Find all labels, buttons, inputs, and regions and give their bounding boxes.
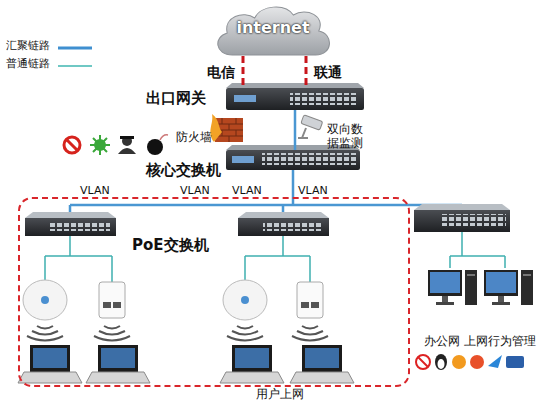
- panel-ap: [99, 282, 125, 318]
- device-logo: [232, 156, 254, 163]
- device-ports: [50, 222, 110, 231]
- switch-top: [414, 204, 510, 210]
- isp-link: [242, 56, 245, 88]
- device-ports: [440, 214, 506, 226]
- desktop-pc: [428, 270, 477, 305]
- panel-port: [311, 302, 319, 308]
- desktop-pc: [484, 270, 533, 305]
- link-label: 联通: [314, 64, 342, 81]
- device-ports: [263, 222, 323, 231]
- office-label: 办公网: [424, 334, 460, 348]
- switch-top: [238, 212, 329, 218]
- app-icon: [488, 355, 502, 368]
- panel-port: [103, 302, 111, 308]
- laptop: [18, 345, 82, 383]
- legend-text: 普通链路: [6, 58, 50, 71]
- device-heading: 出口网关: [146, 90, 206, 107]
- wifi-waves: [94, 326, 130, 341]
- wifi-waves: [292, 326, 328, 341]
- ap-led: [41, 296, 49, 304]
- app-icon: [470, 355, 484, 369]
- gateway-node: 出口网关: [226, 88, 364, 110]
- group-caption: 用户上网: [256, 388, 304, 402]
- legend-text: 汇聚链路: [6, 40, 50, 53]
- device-ports: [290, 93, 358, 105]
- wifi-waves: [27, 326, 63, 341]
- vlan-label: VLAN: [180, 184, 210, 197]
- internet-cloud: internet: [212, 4, 334, 56]
- firewall-label: 防火墙: [176, 130, 212, 144]
- legend-line-sample: [58, 47, 92, 50]
- device-logo: [234, 95, 256, 102]
- cloud-label: internet: [212, 19, 334, 37]
- hacker-icon: [120, 136, 134, 139]
- laptop: [220, 345, 284, 383]
- wifi-waves: [227, 326, 263, 341]
- camera-icon: [298, 128, 308, 138]
- group-heading: PoE交换机: [132, 237, 209, 254]
- panel-port: [301, 302, 309, 308]
- app-icon: [452, 355, 466, 369]
- hacker-icon: [118, 148, 136, 154]
- camera-icon: [301, 115, 323, 130]
- ap-led: [241, 296, 249, 304]
- app-icon: [416, 355, 430, 369]
- core-switch-node: 核心交换机: [226, 150, 360, 170]
- panel-ap: [297, 282, 323, 318]
- vlan-label: VLAN: [298, 184, 328, 197]
- ceiling-ap: [223, 280, 267, 320]
- gateway-top: [226, 83, 364, 88]
- block-icon: [64, 137, 80, 153]
- bomb-icon: [147, 139, 163, 155]
- vlan-label: VLAN: [80, 184, 110, 197]
- ceiling-ap: [23, 280, 67, 320]
- monitor-label: 双向数据监测: [327, 122, 367, 151]
- device-heading: 核心交换机: [146, 162, 221, 179]
- app-icon: [418, 357, 428, 367]
- trunk-link: [70, 170, 462, 214]
- switch-top: [25, 212, 116, 218]
- legend-sample: [56, 40, 96, 56]
- laptop: [290, 345, 354, 383]
- app-icon: [506, 356, 524, 368]
- app-icon: [438, 359, 445, 369]
- block-icon: [66, 139, 78, 151]
- isp-link: [305, 56, 308, 88]
- office-switch-device: [414, 210, 510, 232]
- panel-port: [113, 302, 121, 308]
- firewall-flame: [210, 114, 222, 142]
- gateway-device: [226, 88, 364, 110]
- virus-icon: [90, 135, 110, 155]
- poe-switch-device: [238, 218, 329, 236]
- poe-group-region: PoE交换机用户上网: [18, 197, 410, 387]
- legend-sample: [56, 58, 96, 74]
- behavior-label: 上网行为管理: [464, 334, 536, 348]
- device-ports: [262, 153, 356, 165]
- vlan-label: VLAN: [232, 184, 262, 197]
- app-icon: [435, 354, 447, 370]
- trunk-link: [294, 110, 297, 150]
- poe-switch-device: [25, 218, 116, 236]
- laptop: [86, 345, 150, 383]
- bomb-icon: [160, 135, 168, 140]
- legend-line-sample: [58, 65, 92, 67]
- link-label: 电信: [207, 64, 235, 81]
- core-switch-device: [226, 150, 360, 170]
